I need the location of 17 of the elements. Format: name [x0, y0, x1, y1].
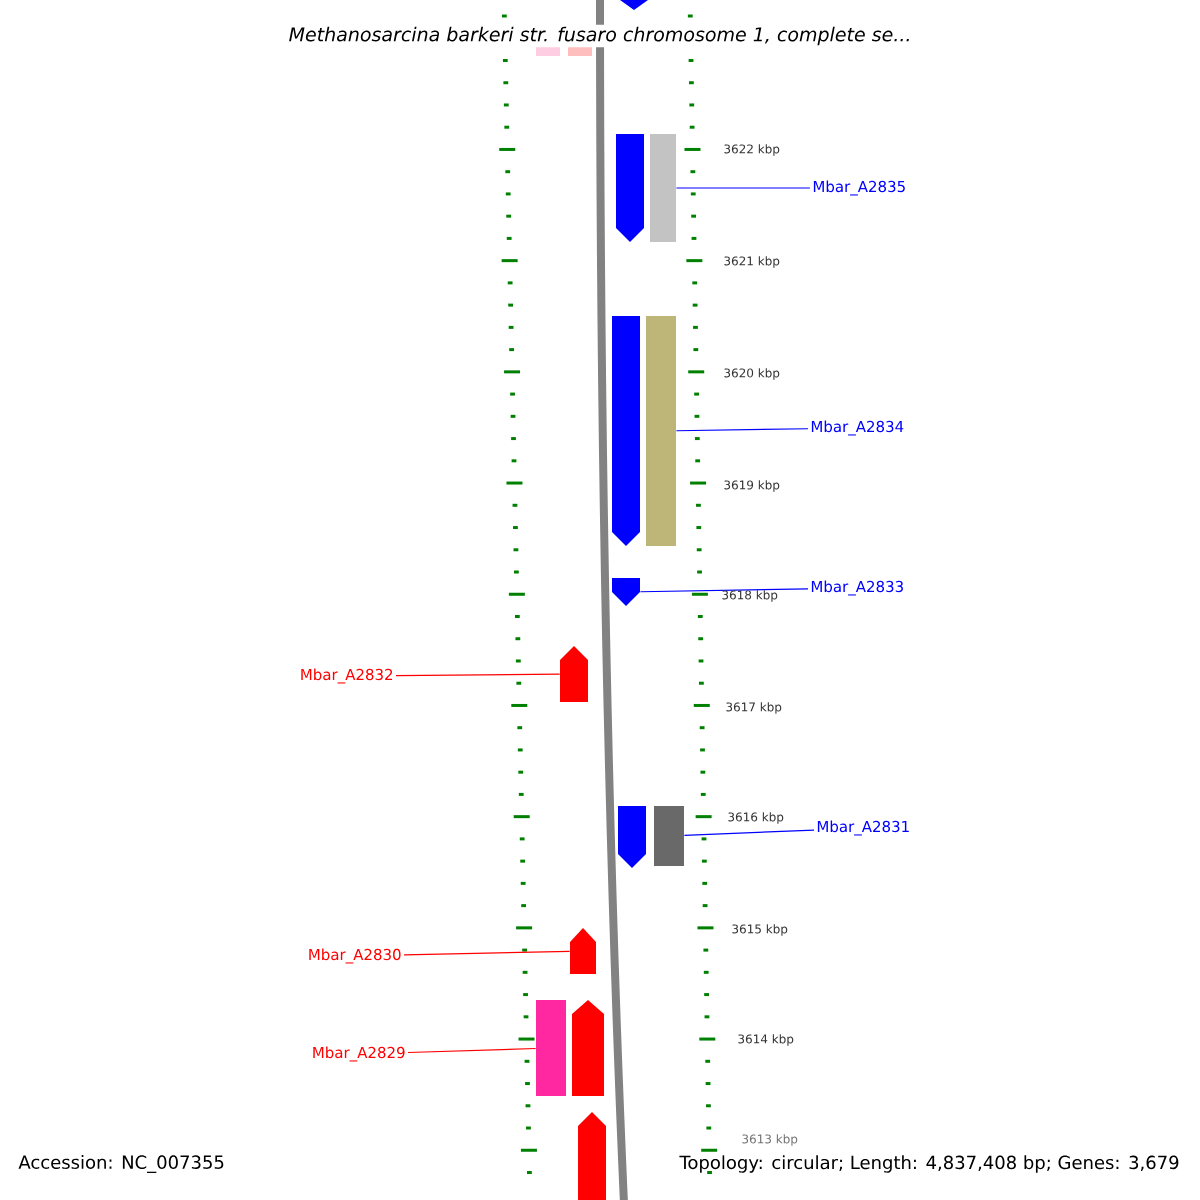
leader-line	[675, 187, 811, 189]
leader-line	[675, 428, 809, 432]
gene-shape	[570, 928, 596, 974]
gene-box	[536, 1000, 566, 1096]
leader-line	[395, 673, 561, 677]
leader-line	[403, 950, 571, 956]
accession-text: Accession: NC_007355	[18, 1155, 224, 1173]
gene-box	[646, 316, 676, 546]
leader-line	[639, 588, 809, 593]
gene-shape	[612, 578, 640, 606]
gene-box	[654, 806, 684, 866]
summary-text: Topology: circular; Length: 4,837,408 bp; Genes: 3,679	[679, 1155, 1179, 1173]
gene-box	[650, 134, 676, 242]
leader-line	[407, 1047, 537, 1054]
leader-line	[683, 829, 815, 836]
title: Methanosarcina barkeri str. fusaro chromosome 1, complete se...	[286, 24, 914, 48]
gene-shape	[560, 646, 588, 702]
